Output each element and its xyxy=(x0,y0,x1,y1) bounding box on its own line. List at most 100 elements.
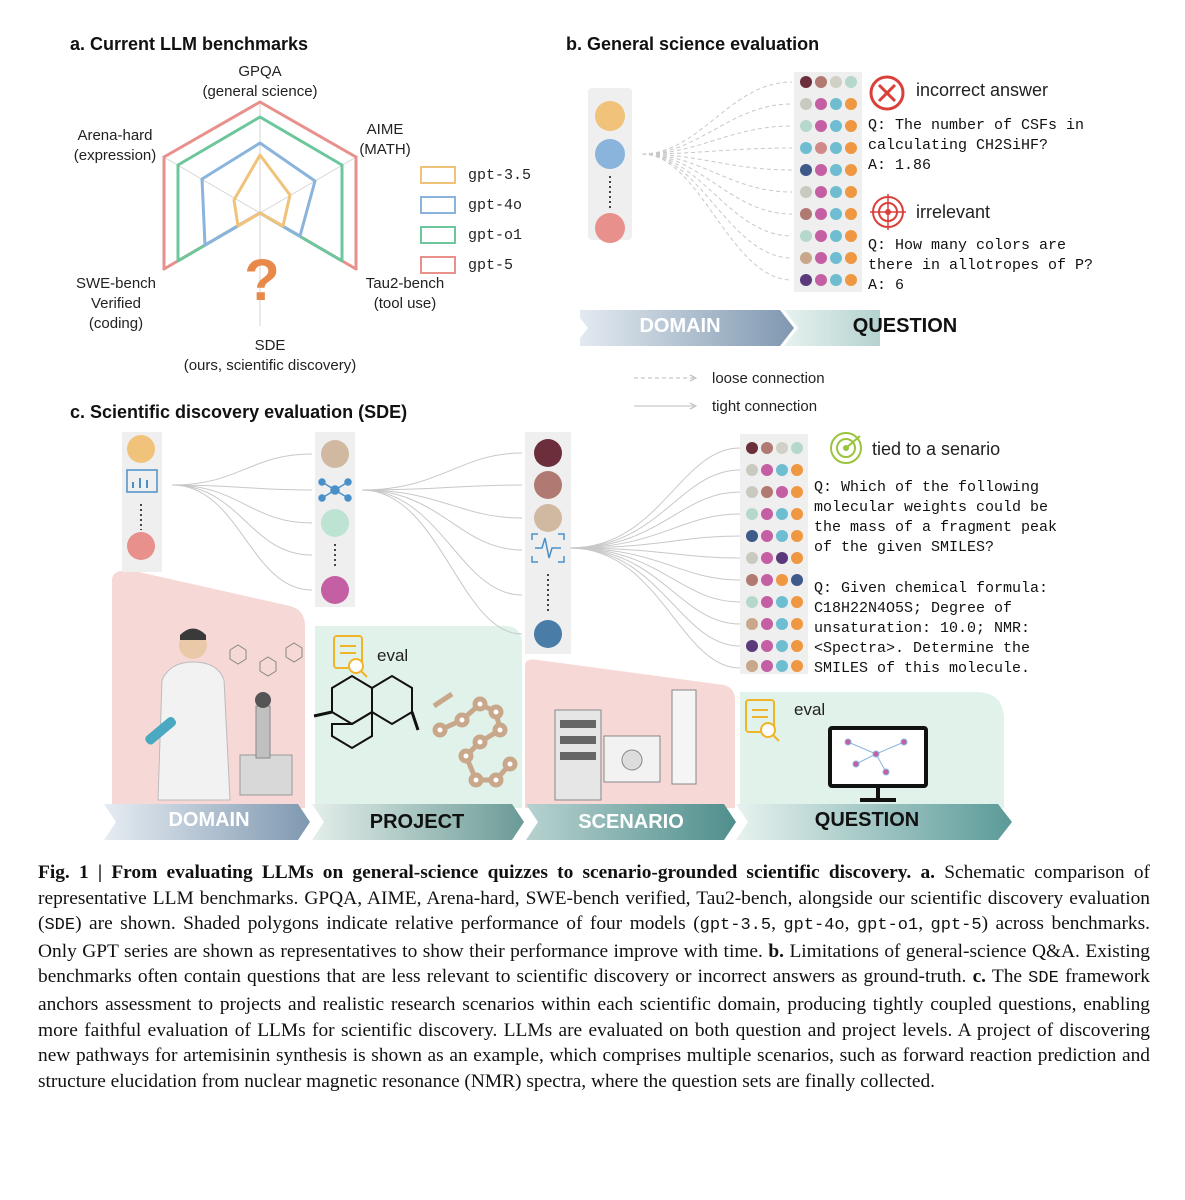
tied-target-icon xyxy=(830,432,862,464)
c-q1-line: the mass of a fragment peak xyxy=(814,519,1058,536)
question-arrow xyxy=(784,310,880,346)
c-scenario-arrow xyxy=(526,804,736,840)
axis-sub: (general science) xyxy=(202,83,318,100)
caption-sde: SDE xyxy=(1028,969,1059,989)
panel-a-title: a. Current LLM benchmarks xyxy=(70,34,309,54)
c-question-1: Q: Which of the following molecular weig… xyxy=(814,478,1057,558)
loose-connections xyxy=(641,81,793,281)
scenario-dot xyxy=(534,620,562,648)
project-dot xyxy=(321,440,349,468)
c-q1-line: Q: Which of the following xyxy=(814,479,1040,496)
legend-swatch xyxy=(420,196,456,214)
axis-name: Arena-hard xyxy=(77,127,153,144)
legend-label: gpt-4o xyxy=(468,196,523,214)
axis-label-sde: SDE (ours, scientific discovery) xyxy=(170,336,370,376)
caption-a-text: Schematic comparison of representative L… xyxy=(38,862,1150,935)
question-grid xyxy=(800,76,857,286)
c-project-label: PROJECT xyxy=(369,811,465,833)
caption-c-text: The xyxy=(991,966,1023,988)
question-mark-glyph: ? xyxy=(244,248,279,313)
connection-legend-lines xyxy=(634,374,698,410)
axis-name: GPQA xyxy=(238,63,282,80)
question-arrow-label: QUESTION xyxy=(852,315,958,337)
c-question-grid xyxy=(746,442,803,672)
radar-legend: gpt-3.5 gpt-4o gpt-o1 gpt-5 xyxy=(420,160,531,280)
c-question-arrow xyxy=(736,804,1012,840)
domain-dot xyxy=(127,532,155,560)
c-question-2: Q: Given chemical formula: C18H22N4O5S; … xyxy=(814,579,1048,679)
axis-label-aime: AIME (MATH) xyxy=(345,120,425,160)
monitor-icon xyxy=(828,726,928,802)
tight-connections xyxy=(171,447,741,669)
domain-dot xyxy=(595,139,625,169)
axis-name: SWE-bench xyxy=(75,275,157,292)
incorrect-answer-label: incorrect answer xyxy=(916,80,1049,100)
c-domain-arrow xyxy=(104,804,310,840)
axis-name: Tau2-bench xyxy=(365,275,445,292)
c-q2-line: SMILES of this molecule. xyxy=(814,660,1031,677)
caption-b-label: b. xyxy=(768,940,784,962)
axis-sub: (coding) xyxy=(88,315,144,332)
domain-dot xyxy=(595,213,625,243)
panel-c-graphic xyxy=(104,432,741,840)
scenario-column xyxy=(525,432,571,654)
target-icon xyxy=(870,194,906,230)
c-q1-line: of the given SMILES? xyxy=(814,539,995,556)
legend-item: gpt-4o xyxy=(420,190,531,220)
panel-b-title: b. General science evaluation xyxy=(566,34,820,54)
c-domain-label: DOMAIN xyxy=(168,809,250,831)
panel-b-graphic xyxy=(580,72,880,346)
legend-item: gpt-5 xyxy=(420,250,531,280)
clipboard-icon xyxy=(333,635,368,678)
spectrum-icon xyxy=(531,533,565,563)
tight-connection-label: tight connection xyxy=(712,398,818,415)
caption-b-text: Limitations of general-science Q&A. Exis… xyxy=(38,940,1150,988)
c-q2-line: C18H22N4O5S; Degree of xyxy=(814,600,1013,617)
caption-model: gpt-3.5 xyxy=(699,916,772,936)
domain-arrow-label: DOMAIN xyxy=(639,315,721,337)
caption-model: gpt-4o xyxy=(783,916,845,936)
c-q2-line: Q: Given chemical formula: xyxy=(814,580,1049,597)
tied-scenario-label: tied to a senario xyxy=(872,439,1001,459)
eval-label-project: eval xyxy=(377,646,409,665)
irrelevant-label: irrelevant xyxy=(916,202,991,222)
b-a2: A: 6 xyxy=(868,277,905,294)
scenario-dot xyxy=(534,504,562,532)
c-project-arrow xyxy=(312,804,524,840)
c-question-label: QUESTION xyxy=(814,809,920,831)
figure-caption: Fig. 1 | From evaluating LLMs on general… xyxy=(38,862,1150,1092)
c-scenario-label: SCENARIO xyxy=(578,811,684,833)
caption-a-text: ) across benchmarks. Only GPT series are… xyxy=(38,913,1150,962)
caption-sde: SDE xyxy=(44,916,76,936)
radar-gpt-3.5 xyxy=(232,153,292,228)
panel-c-title: c. Scientific discovery evaluation (SDE) xyxy=(70,402,408,422)
axis-label-gpqa: GPQA (general science) xyxy=(180,62,340,102)
caption-c-label: c. xyxy=(972,966,987,988)
legend-swatch xyxy=(420,166,456,184)
panel-c-question-graphic xyxy=(736,432,1012,840)
axis-name: AIME xyxy=(366,121,404,138)
legend-swatch xyxy=(420,256,456,274)
legend-swatch xyxy=(420,226,456,244)
b-q2-line1: Q: How many colors are xyxy=(868,237,1067,254)
legend-item: gpt-3.5 xyxy=(420,160,531,190)
axis-label-tau2: Tau2-bench (tool use) xyxy=(350,274,460,314)
domain-dot xyxy=(127,435,155,463)
scientist-illustration xyxy=(145,628,293,801)
domain-arrow xyxy=(580,310,794,346)
axis-label-arena: Arena-hard (expression) xyxy=(60,126,170,166)
clipboard-icon xyxy=(745,699,780,742)
legend-label: gpt-5 xyxy=(468,256,514,274)
axis-sub: (tool use) xyxy=(373,295,437,312)
axis-name: SDE xyxy=(254,337,286,354)
radar-chart: ? xyxy=(161,100,359,326)
scenario-dot xyxy=(534,471,562,499)
eval-label-question: eval xyxy=(794,700,826,719)
caption-a-text: ) are shown. Shaded polygons indicate re… xyxy=(75,913,700,935)
c-q1-line: molecular weights could be xyxy=(814,499,1049,516)
c-q2-line: <Spectra>. Determine the xyxy=(814,640,1031,657)
caption-a-label: a. xyxy=(920,862,935,883)
legend-item: gpt-o1 xyxy=(420,220,531,250)
legend-label: gpt-o1 xyxy=(468,226,523,244)
molecule-sketch xyxy=(229,642,303,677)
